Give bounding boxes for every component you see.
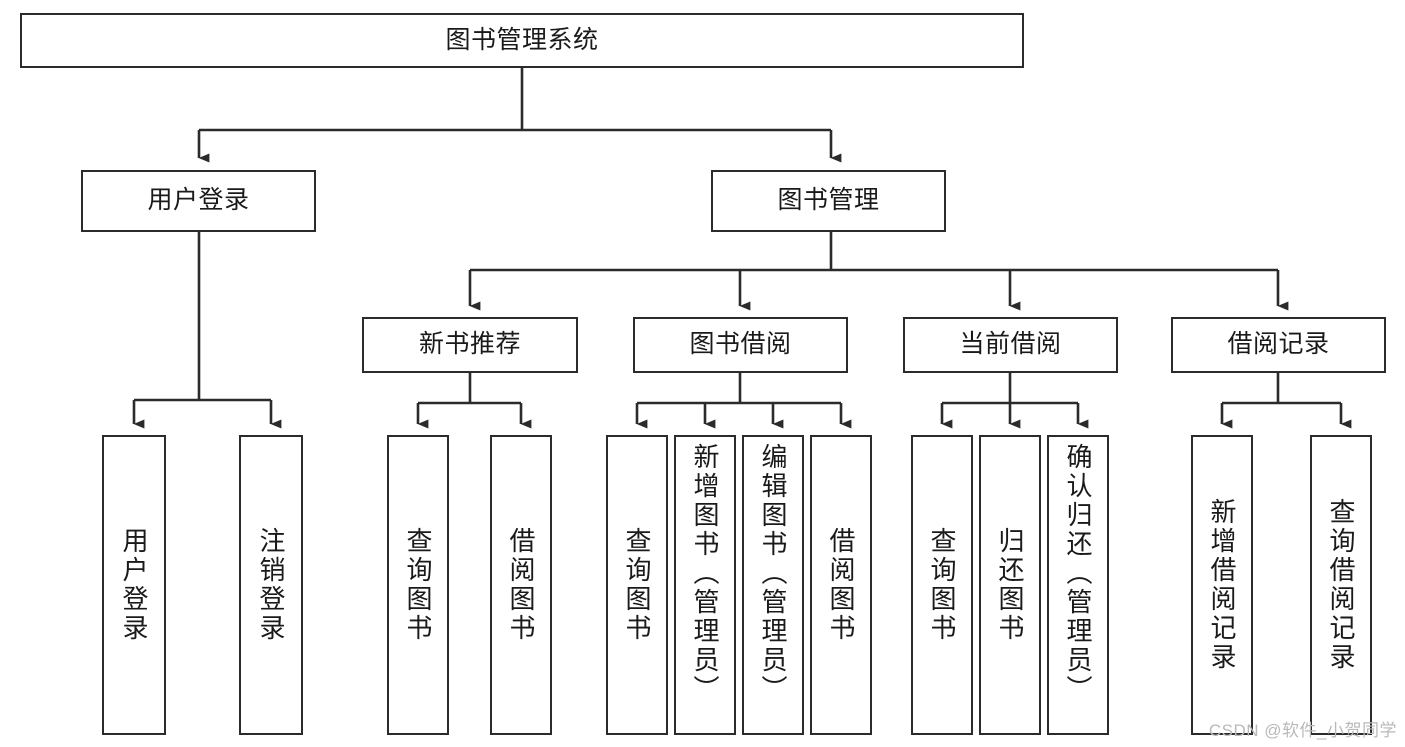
node-label: 归还图书	[995, 527, 1025, 643]
watermark-text: CSDN @软件_小贺同学	[1208, 721, 1397, 740]
node-new-book-recommend[interactable]: 新书推荐	[362, 317, 578, 373]
node-label: 编辑图书（管理员）	[758, 443, 788, 704]
leaf-borrow-book[interactable]: 借阅图书	[810, 435, 872, 735]
node-label: 查询图书	[927, 527, 957, 643]
leaf-add-book-admin[interactable]: 新增图书（管理员）	[674, 435, 736, 735]
node-label: 图书管理	[777, 186, 880, 215]
leaf-confirm-return-admin[interactable]: 确认归还（管理员）	[1047, 435, 1109, 735]
leaf-query-book-current[interactable]: 查询图书	[911, 435, 973, 735]
leaf-query-book-recommend[interactable]: 查询图书	[387, 435, 449, 735]
node-label: 查询借阅记录	[1326, 498, 1356, 672]
leaf-edit-book-admin[interactable]: 编辑图书（管理员）	[742, 435, 804, 735]
node-label: 借阅图书	[506, 527, 536, 643]
leaf-query-book-borrow[interactable]: 查询图书	[606, 435, 668, 735]
node-label: 用户登录	[147, 186, 250, 215]
leaf-query-borrow-record[interactable]: 查询借阅记录	[1310, 435, 1372, 735]
node-label: 新书推荐	[418, 330, 521, 359]
node-label: 用户登录	[119, 527, 149, 643]
node-label: 确认归还（管理员）	[1063, 443, 1093, 704]
leaf-add-borrow-record[interactable]: 新增借阅记录	[1191, 435, 1253, 735]
leaf-borrow-book-recommend[interactable]: 借阅图书	[490, 435, 552, 735]
node-borrow-records[interactable]: 借阅记录	[1171, 317, 1386, 373]
node-label: 查询图书	[403, 527, 433, 643]
node-label: 新增借阅记录	[1207, 498, 1237, 672]
node-book-borrow[interactable]: 图书借阅	[633, 317, 848, 373]
node-label: 当前借阅	[959, 330, 1062, 359]
node-book-management[interactable]: 图书管理	[711, 170, 946, 232]
node-root-system[interactable]: 图书管理系统	[20, 13, 1024, 68]
node-label: 新增图书（管理员）	[690, 443, 720, 704]
node-label: 图书借阅	[689, 330, 792, 359]
leaf-user-logout[interactable]: 注销登录	[239, 435, 303, 735]
leaf-return-book[interactable]: 归还图书	[979, 435, 1041, 735]
node-label: 借阅图书	[826, 527, 856, 643]
node-label: 图书管理系统	[445, 25, 599, 54]
node-label: 注销登录	[256, 527, 286, 643]
node-label: 查询图书	[622, 527, 652, 643]
node-user-login[interactable]: 用户登录	[81, 170, 316, 232]
node-label: 借阅记录	[1227, 330, 1330, 359]
node-current-borrow[interactable]: 当前借阅	[903, 317, 1118, 373]
leaf-user-login[interactable]: 用户登录	[102, 435, 166, 735]
